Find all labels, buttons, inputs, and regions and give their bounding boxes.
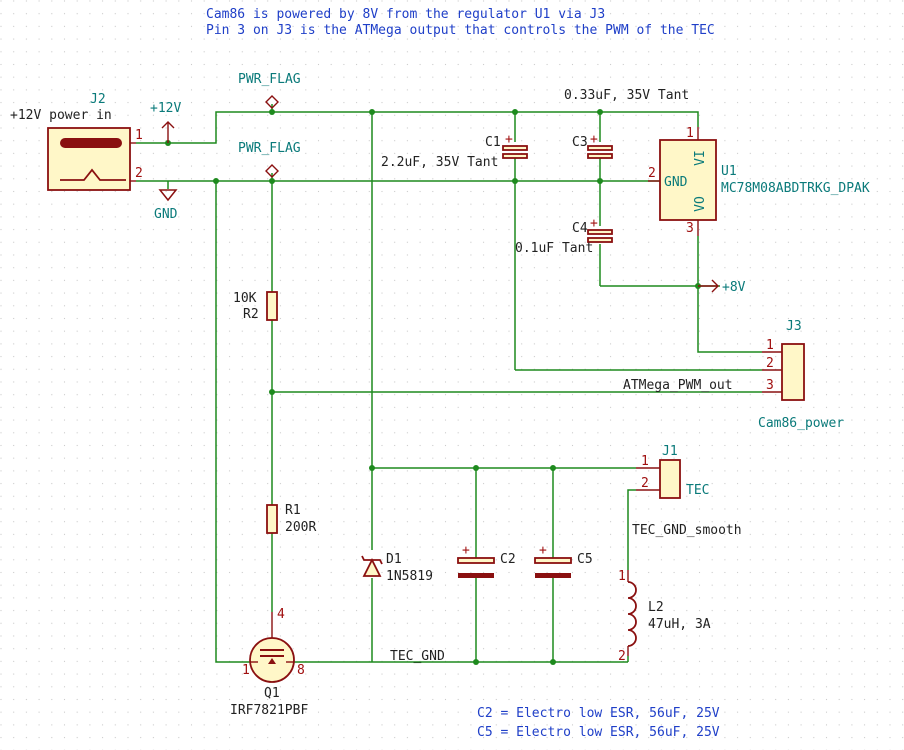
note-c2: C2 = Electro low ESR, 56uF, 25V [477,706,720,721]
u1-pin-2: 2 [648,166,656,181]
j1-ref: J1 [662,444,678,459]
note-line-2: Pin 3 on J3 is the ATMega output that co… [206,23,715,38]
j2-barrel-jack: 1 2 [47,127,143,191]
r2-value: 10K [233,291,257,306]
j3-pin-2: 2 [766,356,774,371]
j1-value: TEC [686,483,709,498]
gnd-symbol [158,189,178,202]
j2-value: +12V power in [10,108,112,123]
j2-pin-1: 1 [135,128,143,143]
c4-value: 0.1uF Tant [515,241,593,256]
l2-inductor: 1 2 [618,569,637,664]
c3-capacitor: + [587,132,613,159]
d1-diode [361,555,383,577]
c1-value: 2.2uF, 35V Tant [381,155,498,170]
j3-pin-3: 3 [766,378,774,393]
c1-ref: C1 [485,135,501,150]
plus12v-label: +12V [150,101,181,116]
svg-text:+: + [590,132,598,147]
u1-regulator: 1 2 3 VI GND VO [648,126,717,236]
c3-value: 0.33uF, 35V Tant [564,88,689,103]
q1-mosfet: 1 4 8 [242,607,305,683]
j3-ref: J3 [786,319,802,334]
svg-text:+: + [462,543,470,558]
note-c5: C5 = Electro low ESR, 56uF, 25V [477,725,720,740]
r1-value: 200R [285,520,316,535]
l2-pin-2: 2 [618,649,626,664]
gnd-label: GND [154,207,178,222]
plus12v-symbol [161,121,175,143]
r1-resistor [266,504,278,534]
pwr-flag-top [265,95,279,109]
svg-text:+: + [590,216,598,231]
j2-pin-2: 2 [135,166,143,181]
c3-ref: C3 [572,135,588,150]
plus8v-label: +8V [722,280,746,295]
c4-capacitor: + [587,216,613,243]
u1-pin-3: 3 [686,221,694,236]
net-tec-gnd: TEC_GND [390,649,445,664]
svg-text:+: + [505,132,513,147]
u1-ref: U1 [721,164,737,179]
pwr-flag-bottom [265,164,279,178]
note-line-1: Cam86 is powered by 8V from the regulato… [206,7,605,22]
u1-value: MC78M08ABDTRKG_DPAK [721,181,870,196]
c4-ref: C4 [572,221,588,236]
r2-resistor [266,291,278,321]
q1-value: IRF7821PBF [230,703,308,718]
c2-ref: C2 [500,552,516,567]
c5-capacitor: + [534,543,572,578]
r2-ref: R2 [243,307,259,322]
q1-pin-8: 8 [297,663,305,678]
u1-pin-1: 1 [686,126,694,141]
l2-ref: L2 [648,600,664,615]
net-tec-gnd-smooth: TEC_GND_smooth [632,523,742,538]
j2-ref: J2 [90,92,106,107]
j3-connector: 1 2 3 [762,338,805,401]
svg-text:+: + [539,543,547,558]
c1-capacitor: + [502,132,528,159]
u1-gnd-label: GND [664,175,688,190]
j1-connector: 1 2 [636,454,681,499]
d1-ref: D1 [386,552,402,567]
pwr-flag-top-label: PWR_FLAG [238,72,301,87]
d1-value: 1N5819 [386,569,433,584]
c2-capacitor: + [457,543,495,578]
q1-pin-4: 4 [277,607,285,622]
j1-pin-2: 2 [641,476,649,491]
c5-ref: C5 [577,552,593,567]
q1-pin-1: 1 [242,663,250,678]
r1-ref: R1 [285,503,301,518]
plus8v-symbol [698,279,719,293]
u1-vo-label: VO [693,196,708,212]
j1-pin-1: 1 [641,454,649,469]
j3-value: Cam86_power [758,416,844,431]
j3-pin-1: 1 [766,338,774,353]
q1-ref: Q1 [264,686,280,701]
net-atmega-pwm: ATMega_PWM_out [623,378,733,393]
l2-value: 47uH, 3A [648,617,711,632]
u1-vi-label: VI [693,150,708,166]
pwr-flag-bottom-label: PWR_FLAG [238,141,301,156]
l2-pin-1: 1 [618,569,626,584]
